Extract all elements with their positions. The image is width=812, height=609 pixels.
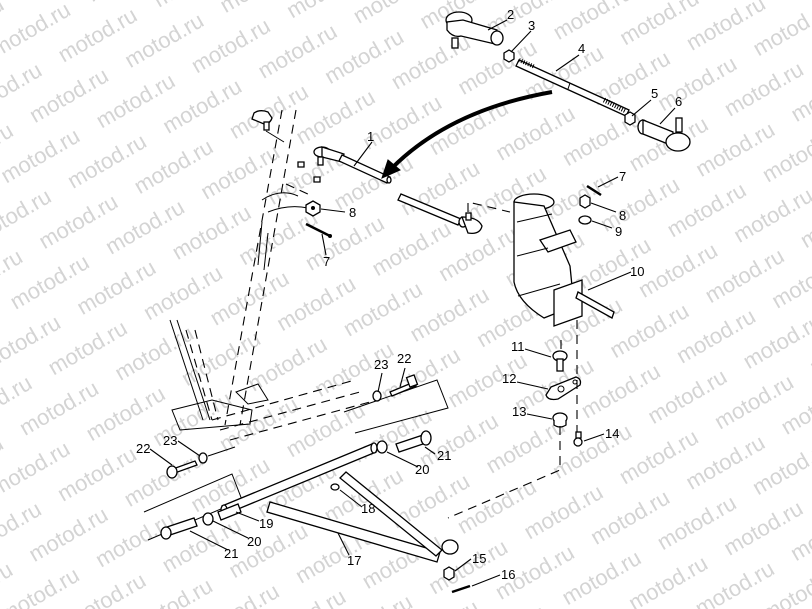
part-8-castle-nut-right bbox=[579, 194, 591, 209]
part-15-castle-nut-bottom bbox=[443, 566, 455, 581]
part-2-rod-end bbox=[445, 11, 504, 49]
callout-9: 9 bbox=[615, 224, 622, 239]
callout-7-left: 7 bbox=[323, 254, 330, 269]
watermark-text: motod.ru bbox=[0, 562, 83, 609]
part-3-jam-nut bbox=[503, 49, 515, 63]
assembly-arrow bbox=[381, 90, 553, 179]
callout-labels: 1 2 3 4 5 6 7 8 9 10 11 12 13 14 7 8 15 … bbox=[136, 7, 682, 582]
part-23-washer-right bbox=[372, 390, 382, 402]
callout-20-right: 20 bbox=[415, 462, 429, 477]
callout-10: 10 bbox=[630, 264, 644, 279]
callout-8-left: 8 bbox=[349, 205, 356, 220]
steering-column-outline bbox=[169, 109, 309, 426]
part-19-pivot-tube bbox=[217, 503, 242, 521]
part-6-rod-end bbox=[637, 117, 691, 152]
callout-18: 18 bbox=[361, 501, 375, 516]
callout-23-left: 23 bbox=[163, 433, 177, 448]
callout-5: 5 bbox=[651, 86, 658, 101]
callout-22-right: 22 bbox=[397, 351, 411, 366]
part-13-ball-joint bbox=[552, 412, 568, 428]
callout-3: 3 bbox=[528, 18, 535, 33]
tie-rod-outer-assembled bbox=[397, 193, 511, 234]
callout-23-right: 23 bbox=[374, 357, 388, 372]
part-21-bushing-right bbox=[395, 430, 432, 453]
callout-17: 17 bbox=[347, 553, 361, 568]
callout-15: 15 bbox=[472, 551, 486, 566]
part-20-washer-right bbox=[376, 440, 388, 454]
part-8-castle-nut-left bbox=[305, 200, 321, 217]
callout-7-right: 7 bbox=[619, 169, 626, 184]
callout-12: 12 bbox=[502, 371, 516, 386]
leader-dash-13 bbox=[447, 426, 561, 519]
frame-tie-rod-end bbox=[251, 110, 285, 143]
callout-22-left: 22 bbox=[136, 441, 150, 456]
part-12-plate bbox=[545, 376, 582, 401]
callout-2: 2 bbox=[507, 7, 514, 22]
part-16-cotter-pin-bottom bbox=[451, 584, 471, 594]
part-18-grease-fitting bbox=[330, 483, 340, 491]
part-5-jam-nut bbox=[624, 111, 636, 126]
callout-8-right: 8 bbox=[619, 208, 626, 223]
callout-4: 4 bbox=[578, 41, 585, 56]
small-nuts-left bbox=[285, 161, 321, 197]
callout-1: 1 bbox=[367, 129, 374, 144]
part-1-tie-rod-inner bbox=[313, 146, 392, 184]
part-23-washer-left bbox=[198, 446, 236, 464]
part-7-cotter-pin-right bbox=[586, 184, 602, 197]
part-11-bolt bbox=[552, 350, 568, 372]
part-9-washer bbox=[578, 215, 592, 225]
callout-6: 6 bbox=[675, 94, 682, 109]
callout-21-right: 21 bbox=[437, 448, 451, 463]
callout-14: 14 bbox=[605, 426, 619, 441]
part-10-spindle-knuckle bbox=[513, 193, 615, 327]
part-21-bushing-left bbox=[160, 517, 198, 540]
leader-lines bbox=[149, 19, 676, 587]
callout-21-left: 21 bbox=[224, 546, 238, 561]
part-20-washer-left bbox=[202, 512, 214, 526]
callout-20-left: 20 bbox=[247, 534, 261, 549]
part-7-cotter-pin-left bbox=[305, 222, 332, 238]
part-22-bolt-left bbox=[166, 460, 198, 479]
callout-11: 11 bbox=[511, 339, 525, 354]
part-22-bolt-right bbox=[389, 374, 419, 397]
part-14-screw bbox=[573, 431, 583, 447]
callout-19: 19 bbox=[259, 516, 273, 531]
watermark-text: motod.ru bbox=[777, 0, 812, 1]
part-17-a-arm bbox=[220, 442, 459, 563]
callout-16: 16 bbox=[501, 567, 515, 582]
callout-13: 13 bbox=[512, 404, 526, 419]
